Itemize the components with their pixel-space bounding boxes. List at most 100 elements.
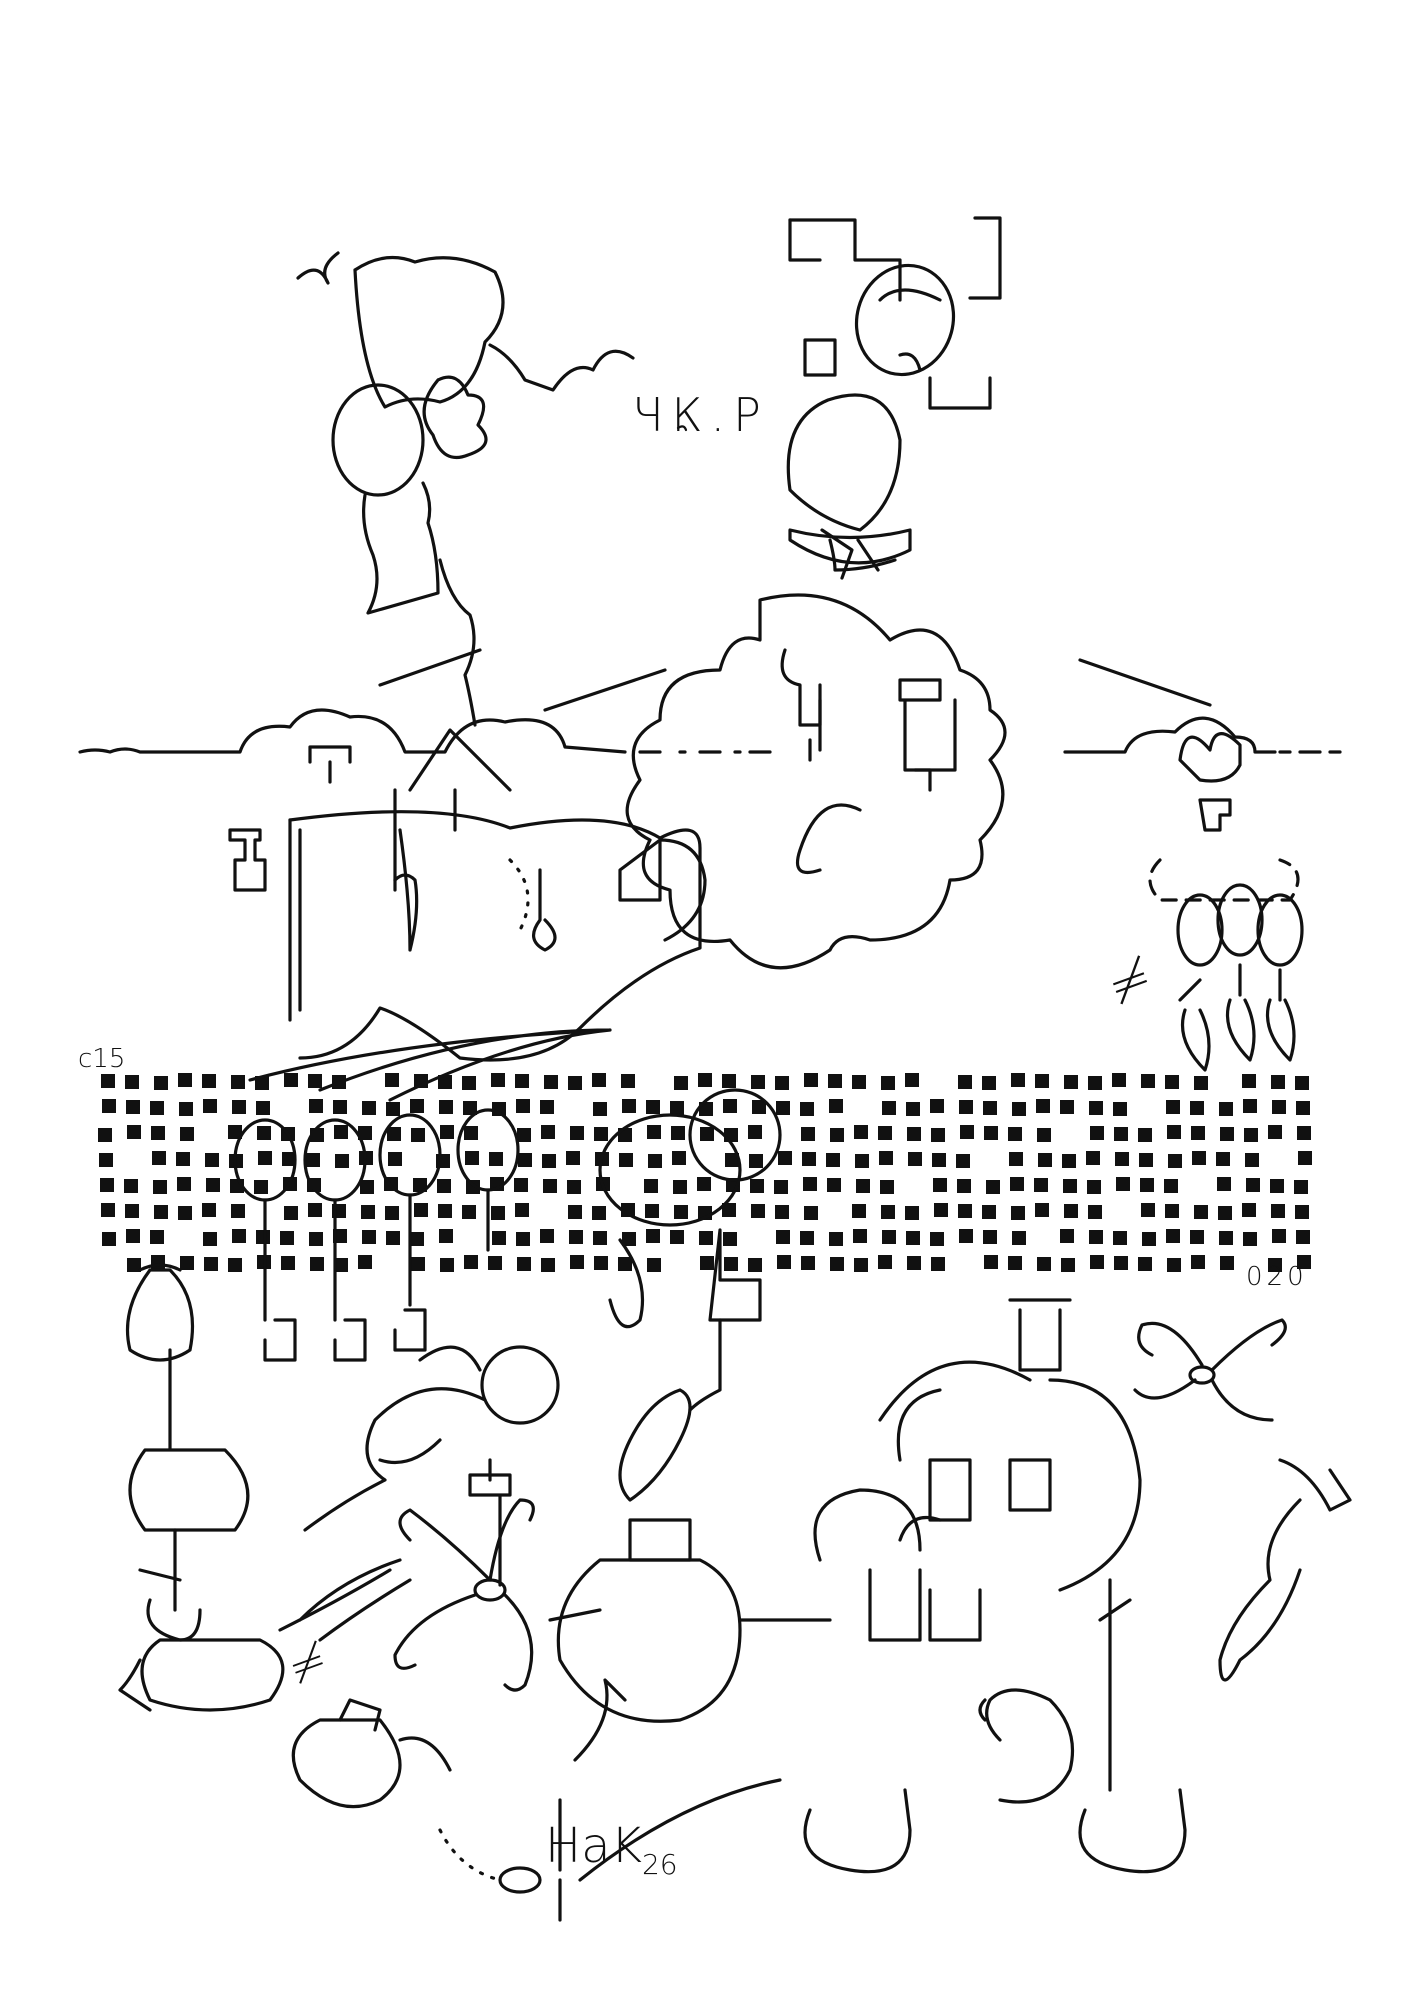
grid-cell	[882, 1230, 896, 1244]
grid-cell	[99, 1153, 113, 1167]
balloons-left	[233, 1028, 612, 1362]
grid-cell	[1268, 1258, 1282, 1272]
grid-cell	[570, 1126, 584, 1140]
grid-cell	[723, 1099, 737, 1113]
grid-cell	[440, 1125, 454, 1139]
grid-cell	[592, 1073, 606, 1087]
grid-cell	[101, 1203, 115, 1217]
grid-cell	[491, 1073, 505, 1087]
grid-cell	[228, 1125, 242, 1139]
grid-cell	[1064, 1075, 1078, 1089]
grid-cell	[542, 1154, 556, 1168]
grid-cell	[124, 1179, 138, 1193]
grid-cell	[1244, 1128, 1258, 1142]
grid-cell	[517, 1128, 531, 1142]
grid-cell	[723, 1232, 737, 1246]
grid-cell	[804, 1206, 818, 1220]
grid-cell	[878, 1126, 892, 1140]
grid-cell	[362, 1230, 376, 1244]
grid-cell	[180, 1127, 194, 1141]
grid-cell	[543, 1179, 557, 1193]
grid-cell	[670, 1101, 684, 1115]
grid-cell	[126, 1100, 140, 1114]
grid-cell	[334, 1258, 348, 1272]
grid-cell	[516, 1232, 530, 1246]
grid-cell	[570, 1255, 584, 1269]
grid-cell	[335, 1154, 349, 1168]
grid-cell	[100, 1178, 114, 1192]
grid-cell	[1114, 1127, 1128, 1141]
grid-cell	[1036, 1099, 1050, 1113]
grid-cell	[1113, 1102, 1127, 1116]
large-container	[228, 728, 707, 1062]
grid-cell	[776, 1101, 790, 1115]
grid-cell	[517, 1257, 531, 1271]
grid-cell	[1297, 1126, 1311, 1140]
grid-cell	[1112, 1073, 1126, 1087]
grid-cell	[880, 1180, 894, 1194]
grid-cell	[414, 1203, 428, 1217]
grid-cell	[1190, 1101, 1204, 1115]
grid-cell	[150, 1101, 164, 1115]
grid-cell	[646, 1229, 660, 1243]
grid-cell	[1064, 1204, 1078, 1218]
spirals-bottom-right	[978, 1688, 1075, 1804]
grid-cell	[1138, 1257, 1152, 1271]
grid-cell	[1245, 1153, 1259, 1167]
grid-cell	[1166, 1229, 1180, 1243]
grid-cell	[204, 1257, 218, 1271]
balloons-right	[1148, 732, 1304, 1072]
grid-cell	[410, 1232, 424, 1246]
bird-right	[1098, 1458, 1352, 1792]
grid-cell	[826, 1153, 840, 1167]
grid-cell	[358, 1126, 372, 1140]
grid-cell	[566, 1151, 580, 1165]
grid-cell	[852, 1075, 866, 1089]
grid-cell	[202, 1203, 216, 1217]
grid-cell	[648, 1154, 662, 1168]
grid-cell	[361, 1205, 375, 1219]
grid-cell	[830, 1128, 844, 1142]
grid-cell	[544, 1075, 558, 1089]
bottom-left-creature	[291, 1678, 782, 1922]
grid-cell	[982, 1205, 996, 1219]
grid-cell	[255, 1076, 269, 1090]
grid-cell	[622, 1099, 636, 1113]
grid-cell	[439, 1100, 453, 1114]
grid-cell	[280, 1231, 294, 1245]
scrawled-label-020: 020	[1246, 1262, 1308, 1292]
grid-cell	[1012, 1231, 1026, 1245]
grid-cell	[362, 1101, 376, 1115]
grid-cell	[127, 1258, 141, 1272]
grid-cell	[829, 1099, 843, 1113]
grid-cell	[828, 1074, 842, 1088]
grid-cell	[775, 1205, 789, 1219]
grid-cell	[358, 1255, 372, 1269]
grid-cell	[984, 1255, 998, 1269]
grid-cell	[1090, 1126, 1104, 1140]
grid-cell	[778, 1151, 792, 1165]
grid-cell	[803, 1177, 817, 1191]
grid-cell	[881, 1076, 895, 1090]
grid-cell	[202, 1074, 216, 1088]
grid-cell	[281, 1256, 295, 1270]
grid-cell	[1008, 1256, 1022, 1270]
grid-cell	[1089, 1230, 1103, 1244]
grid-cell	[1140, 1178, 1154, 1192]
grid-cell	[1011, 1206, 1025, 1220]
grid-cell	[1116, 1177, 1130, 1191]
grid-cell	[932, 1153, 946, 1167]
grid-cell	[959, 1100, 973, 1114]
dense-grid-band	[98, 1073, 1312, 1272]
grid-cell	[334, 1125, 348, 1139]
grid-cell	[1087, 1180, 1101, 1194]
grid-cell	[722, 1074, 736, 1088]
grid-cell	[906, 1231, 920, 1245]
grid-cell	[308, 1203, 322, 1217]
grid-cell	[127, 1125, 141, 1139]
grid-cell	[1295, 1205, 1309, 1219]
grid-cell	[438, 1204, 452, 1218]
grid-cell	[258, 1151, 272, 1165]
grid-cell	[879, 1151, 893, 1165]
grid-cell	[593, 1231, 607, 1245]
